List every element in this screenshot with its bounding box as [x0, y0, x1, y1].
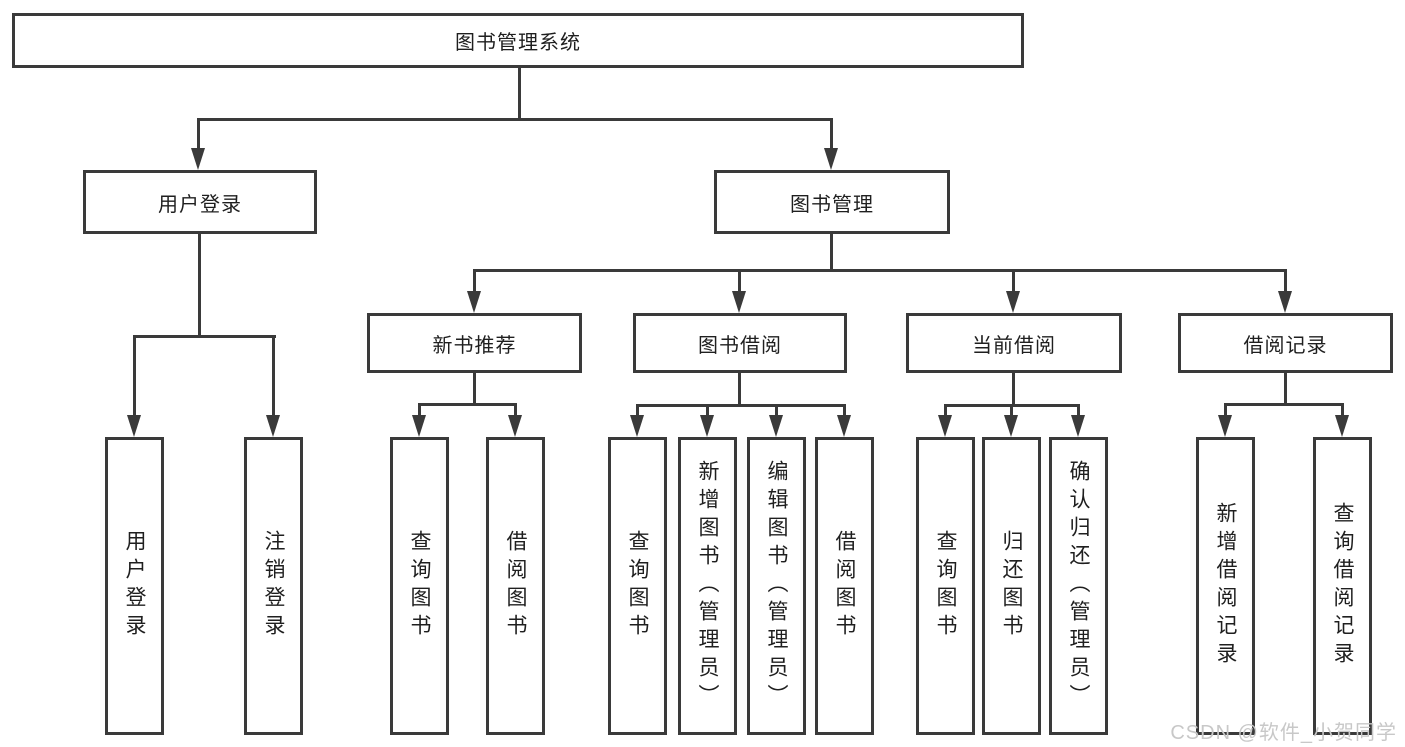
leaf-query-borrow-record: 查询借阅记录 — [1313, 437, 1372, 735]
node-library-management-system: 图书管理系统 — [12, 13, 1024, 68]
connector-drop-leaf — [1224, 405, 1227, 417]
arrow-down-icon — [938, 415, 952, 437]
leaf-edit-book-admin: 编辑图书（管理员） — [747, 437, 806, 735]
connector-drop-leaf — [636, 406, 639, 417]
node-label: 查询图书 — [626, 530, 649, 642]
node-label: 图书管理 — [790, 193, 874, 216]
leaf-query-books-borrow: 查询图书 — [608, 437, 667, 735]
node-label: 借阅图书 — [833, 530, 856, 642]
node-label: 查询借阅记录 — [1331, 502, 1354, 670]
arrow-down-icon — [1071, 415, 1085, 437]
arrow-down-icon — [1006, 291, 1020, 313]
node-book-management: 图书管理 — [714, 170, 950, 234]
node-label: 图书借阅 — [698, 334, 782, 357]
leaf-borrow-books: 借阅图书 — [815, 437, 874, 735]
connector-drop-leaf — [1010, 406, 1013, 417]
node-book-borrow: 图书借阅 — [633, 313, 847, 373]
connector-drop-current-borrow — [1012, 271, 1015, 293]
connector-root-stem — [518, 67, 521, 120]
leaf-return-book: 归还图书 — [982, 437, 1041, 735]
node-label: 新增图书（管理员） — [696, 460, 719, 712]
connector-drop-leaf — [843, 406, 846, 417]
arrow-down-icon — [1004, 415, 1018, 437]
arrow-down-icon — [700, 415, 714, 437]
node-current-borrow: 当前借阅 — [906, 313, 1122, 373]
connector-user-login-branch — [133, 335, 276, 338]
connector-drop-leaf — [706, 406, 709, 417]
connector-drop-leaf — [133, 337, 136, 415]
leaf-logout: 注销登录 — [244, 437, 303, 735]
leaf-borrow-books-recommend: 借阅图书 — [486, 437, 545, 735]
arrow-down-icon — [412, 415, 426, 437]
node-label: 借阅图书 — [504, 530, 527, 642]
leaf-user-login: 用户登录 — [105, 437, 164, 735]
connector-drop-leaf — [272, 337, 275, 415]
arrow-down-icon — [266, 415, 280, 437]
connector-drop-book-management — [830, 120, 833, 150]
arrow-down-icon — [127, 415, 141, 437]
arrow-down-icon — [769, 415, 783, 437]
arrow-down-icon — [1335, 415, 1349, 437]
node-label: 图书管理系统 — [455, 32, 581, 54]
connector-borrow-records-branch — [1224, 403, 1344, 406]
node-label: 确认归还（管理员） — [1067, 460, 1090, 712]
leaf-query-books-recommend: 查询图书 — [390, 437, 449, 735]
connector-current-borrow-branch — [944, 404, 1080, 407]
arrow-down-icon — [1218, 415, 1232, 437]
connector-drop-book-borrow — [738, 271, 741, 293]
connector-level1-branch — [197, 118, 833, 121]
leaf-add-borrow-record: 新增借阅记录 — [1196, 437, 1255, 735]
connector-book-borrow-branch — [636, 404, 846, 407]
node-label: 新书推荐 — [432, 334, 517, 357]
arrow-down-icon — [508, 415, 522, 437]
leaf-query-books-current: 查询图书 — [916, 437, 975, 735]
connector-user-login-stem — [198, 234, 201, 338]
node-label: 编辑图书（管理员） — [765, 460, 788, 712]
node-label: 查询图书 — [408, 530, 431, 642]
node-label: 新增借阅记录 — [1214, 502, 1237, 670]
connector-drop-leaf — [775, 406, 778, 417]
connector-level3-branch — [473, 269, 1287, 272]
arrow-down-icon — [1278, 291, 1292, 313]
leaf-confirm-return-admin: 确认归还（管理员） — [1049, 437, 1108, 735]
connector-drop-new-book — [473, 271, 476, 293]
node-new-book-recommend: 新书推荐 — [367, 313, 582, 373]
connector-borrow-records-stem — [1284, 373, 1287, 406]
connector-drop-leaf — [514, 405, 517, 417]
node-label: 当前借阅 — [972, 334, 1056, 357]
arrow-down-icon — [467, 291, 481, 313]
connector-drop-leaf — [418, 405, 421, 417]
connector-drop-borrow-records — [1284, 271, 1287, 293]
connector-book-management-stem — [830, 234, 833, 272]
csdn-watermark: CSDN @软件_小贺同学 — [1170, 722, 1397, 744]
connector-new-book-stem — [473, 373, 476, 406]
leaf-add-book-admin: 新增图书（管理员） — [678, 437, 737, 735]
node-label: 查询图书 — [934, 530, 957, 642]
node-user-login: 用户登录 — [83, 170, 317, 234]
connector-new-book-branch — [418, 403, 517, 406]
node-label: 借阅记录 — [1243, 334, 1328, 357]
node-label: 用户登录 — [158, 193, 242, 216]
node-label: 归还图书 — [1000, 530, 1023, 642]
node-label: 注销登录 — [262, 530, 285, 642]
node-label: 用户登录 — [123, 530, 146, 642]
connector-drop-leaf — [944, 406, 947, 417]
node-borrow-records: 借阅记录 — [1178, 313, 1393, 373]
connector-book-borrow-stem — [738, 373, 741, 407]
arrow-down-icon — [824, 148, 838, 170]
connector-drop-leaf — [1077, 406, 1080, 417]
connector-current-borrow-stem — [1012, 373, 1015, 407]
arrow-down-icon — [191, 148, 205, 170]
connector-drop-user-login — [197, 120, 200, 150]
arrow-down-icon — [732, 291, 746, 313]
arrow-down-icon — [630, 415, 644, 437]
arrow-down-icon — [837, 415, 851, 437]
connector-drop-leaf — [1341, 405, 1344, 417]
